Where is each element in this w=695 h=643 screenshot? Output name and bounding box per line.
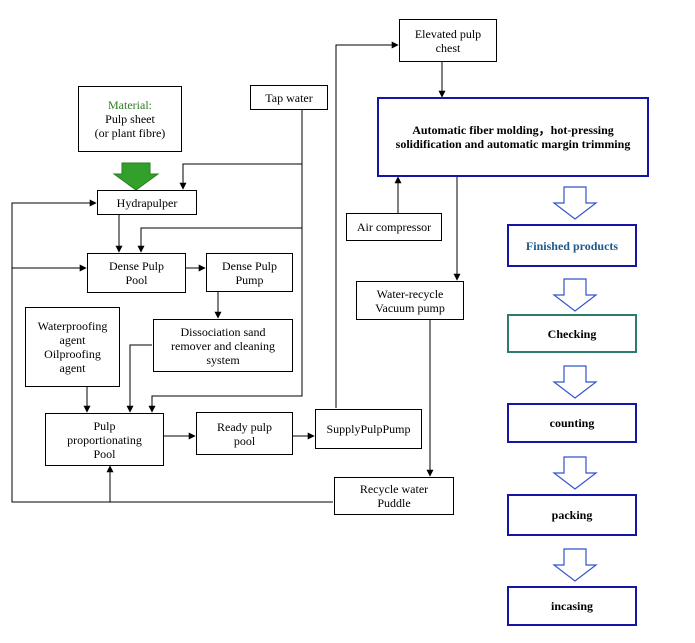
- air-compressor-box: Air compressor: [346, 213, 442, 241]
- air-compressor-label: Air compressor: [356, 220, 432, 234]
- outline-arrow-icon-3: [552, 365, 598, 399]
- outline-arrow-icon-2: [552, 278, 598, 312]
- dissociation-box: Dissociation sand remover and cleaning s…: [153, 319, 293, 372]
- material-title: Material:: [108, 98, 152, 112]
- incasing-box: incasing: [507, 586, 637, 626]
- material-box: Material: Pulp sheet (or plant fibre): [78, 86, 182, 152]
- dense-pump-line-1: Dense Pulp: [222, 258, 277, 273]
- dense-pulp-pump-box: Dense Pulp Pump: [206, 253, 293, 292]
- connector-tapwater-hydrapulper: [179, 110, 303, 190]
- supply-pump-label: SupplyPulpPump: [326, 422, 411, 436]
- dissociation-line-1: Dissociation sand: [180, 324, 266, 339]
- molding-line-1: Automatic fiber molding，hot-pressing: [412, 123, 614, 137]
- puddle-line-2: Puddle: [377, 496, 411, 510]
- ready-pulp-pool-box: Ready pulp pool: [196, 412, 293, 455]
- waterproofing-line-2: agent: [59, 333, 86, 347]
- elevated-pulp-chest-box: Elevated pulp chest: [399, 19, 497, 62]
- connector-tapwater-densepool: [137, 164, 303, 253]
- finished-products-box: Finished products: [507, 224, 637, 267]
- tap-water-label: Tap water: [265, 90, 313, 105]
- waterproofing-line-1: Waterproofing: [37, 319, 108, 333]
- dense-pool-line-2: Pool: [125, 273, 148, 287]
- water-recycle-line-1: Water-recycle: [376, 286, 444, 301]
- tap-water-box: Tap water: [250, 85, 328, 110]
- dense-pump-line-2: Pump: [235, 272, 264, 287]
- hydrapulper-box: Hydrapulper: [97, 190, 197, 215]
- checking-label: Checking: [547, 326, 597, 341]
- finished-products-label: Finished products: [525, 238, 619, 253]
- water-recycle-pump-box: Water-recycle Vacuum pump: [356, 281, 464, 320]
- hydrapulper-label: Hydrapulper: [116, 195, 178, 210]
- connector-supplypump-chest: [335, 41, 399, 408]
- proportioning-pool-box: Pulp proportionating Pool: [45, 413, 164, 466]
- dissociation-line-3: system: [206, 352, 240, 367]
- dense-pool-line-1: Dense Pulp: [109, 259, 164, 273]
- checking-box: Checking: [507, 314, 637, 353]
- ready-pool-line-1: Ready pulp: [217, 419, 272, 434]
- packing-box: packing: [507, 494, 637, 536]
- material-line-1: Pulp sheet: [105, 112, 155, 126]
- puddle-line-1: Recycle water: [359, 482, 429, 496]
- material-line-2: (or plant fibre): [94, 126, 166, 140]
- counting-box: counting: [507, 403, 637, 443]
- proportioning-line-2: proportionating: [67, 432, 142, 447]
- proportioning-line-3: Pool: [93, 446, 116, 461]
- outline-arrow-icon-4: [552, 456, 598, 490]
- packing-label: packing: [551, 508, 593, 522]
- connector-tapwater-proportioning: [148, 228, 303, 413]
- waterproofing-line-4: agent: [59, 361, 86, 375]
- incasing-label: incasing: [550, 599, 593, 613]
- supply-pulp-pump-box: SupplyPulpPump: [315, 409, 422, 449]
- connector-dissociation-proportioning: [126, 344, 152, 413]
- fiber-molding-box: Automatic fiber molding，hot-pressing sol…: [377, 97, 649, 177]
- waterproofing-line-3: Oilproofing: [44, 347, 101, 361]
- waterproofing-agent-box: Waterproofing agent Oilproofing agent: [25, 307, 120, 387]
- molding-line-2: solidification and automatic margin trim…: [395, 137, 631, 151]
- dissociation-line-2: remover and cleaning: [171, 338, 275, 353]
- elevated-chest-line-1: Elevated pulp: [414, 26, 482, 41]
- outline-arrow-icon-5: [552, 548, 598, 582]
- green-feed-arrow-icon: [112, 162, 160, 191]
- outline-arrow-icon-1: [552, 186, 598, 220]
- recycle-water-puddle-box: Recycle water Puddle: [334, 477, 454, 515]
- counting-label: counting: [549, 416, 595, 430]
- ready-pool-line-2: pool: [233, 433, 256, 448]
- dense-pulp-pool-box: Dense Pulp Pool: [87, 253, 186, 293]
- water-recycle-line-2: Vacuum pump: [375, 300, 445, 315]
- elevated-chest-line-2: chest: [435, 40, 461, 55]
- proportioning-line-1: Pulp: [93, 418, 116, 433]
- connector-recycle-loop: [11, 199, 333, 503]
